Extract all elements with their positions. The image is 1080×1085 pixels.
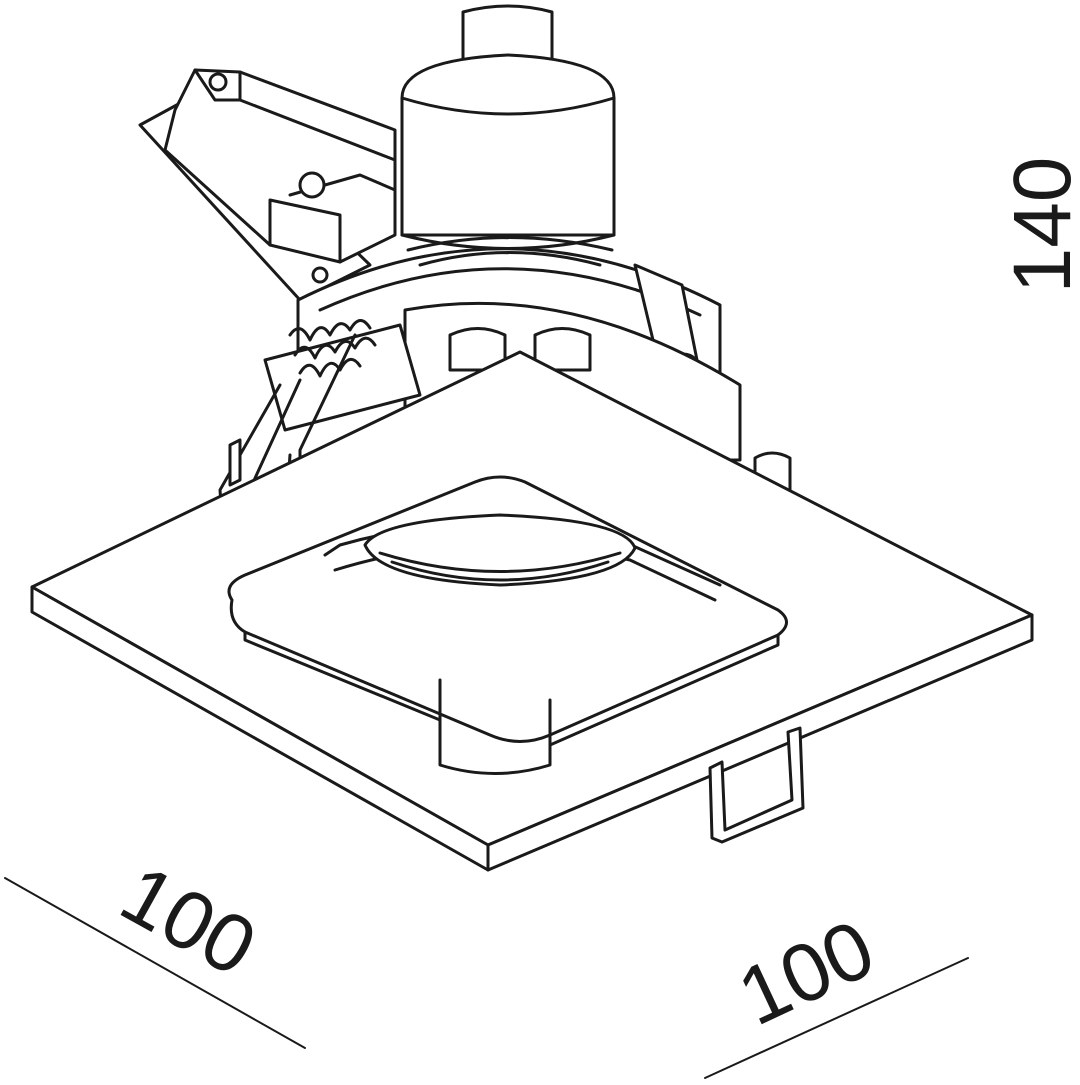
driver-box [138, 68, 397, 302]
spring-clip-right [708, 726, 805, 844]
dimension-height-label: 140 [997, 157, 1080, 294]
inner-lens-aperture [227, 475, 788, 775]
dimension-width-left-label: 100 [106, 848, 270, 994]
dimension-lines [4, 877, 969, 1079]
dimension-width-right-label: 100 [725, 903, 887, 1043]
lamp-socket [400, 4, 616, 250]
